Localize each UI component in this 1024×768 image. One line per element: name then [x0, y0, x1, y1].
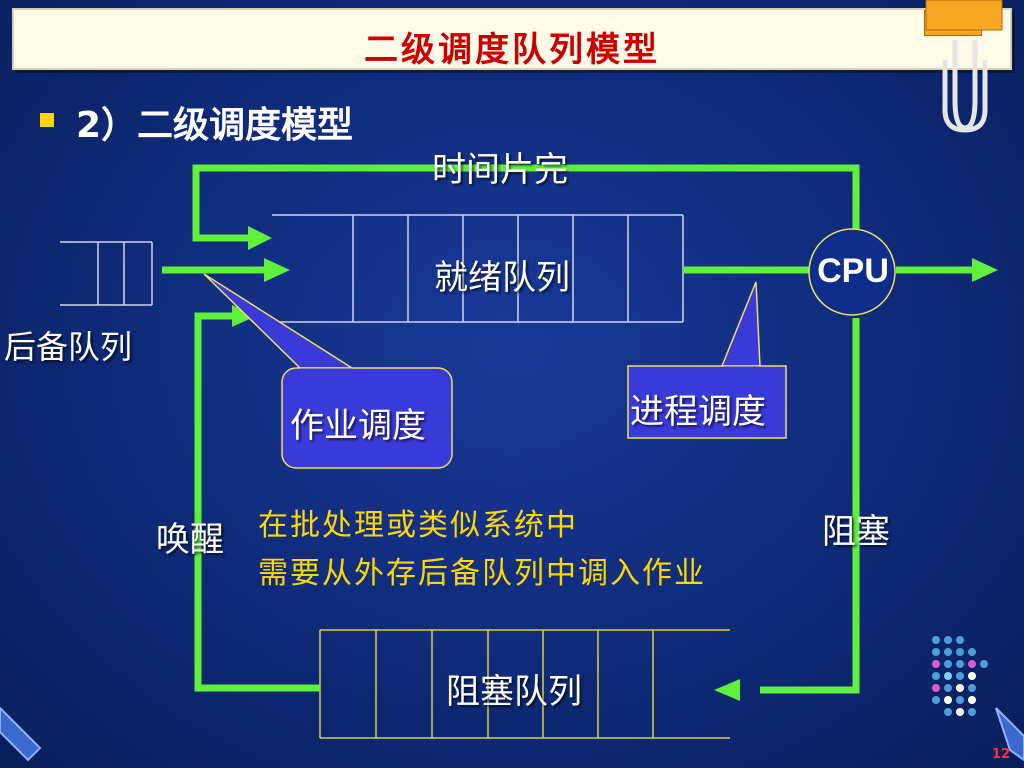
decorative-dots: [932, 636, 988, 716]
wakeup-label: 唤醒: [156, 520, 224, 560]
time-slice-arrowhead: [248, 226, 272, 250]
process-scheduling-callout: [627, 281, 787, 439]
note-line-2: 需要从外存后备队列中调入作业: [258, 556, 706, 591]
blocked-queue-label: 阻塞队列: [446, 672, 582, 712]
backup-queue-shape: [60, 241, 153, 306]
job-scheduling-label: 作业调度: [290, 406, 426, 446]
clip-tag: [925, 0, 1003, 31]
arrowheads: [232, 226, 998, 701]
blocked-label: 阻塞: [822, 512, 890, 552]
corner-decoration: [0, 706, 1024, 762]
wakeup-arrowhead: [232, 305, 256, 327]
job-in-arrowhead: [264, 258, 290, 282]
note-line-1: 在批处理或类似系统中: [258, 508, 578, 543]
slide-title: 二级调度队列模型: [364, 30, 660, 70]
backup-queue-label: 后备队列: [4, 328, 133, 366]
bullet-marker: [40, 113, 54, 127]
cpu-out-arrowhead: [972, 258, 998, 282]
job-scheduling-callout: [203, 273, 453, 469]
cpu-label: CPU: [817, 252, 889, 290]
ready-queue-label: 就绪队列: [434, 258, 570, 298]
blocked-arrowhead: [714, 679, 740, 701]
flow-lines: [192, 164, 860, 694]
process-scheduling-label: 进程调度: [630, 392, 766, 432]
section-heading: 2）二级调度模型: [76, 105, 354, 146]
page-number: 12: [991, 747, 1010, 762]
paperclip-icon: [942, 40, 988, 133]
blocked-queue-shape: [319, 629, 730, 739]
cpu-circle: [808, 228, 896, 316]
time-slice-label: 时间片完: [432, 150, 568, 190]
